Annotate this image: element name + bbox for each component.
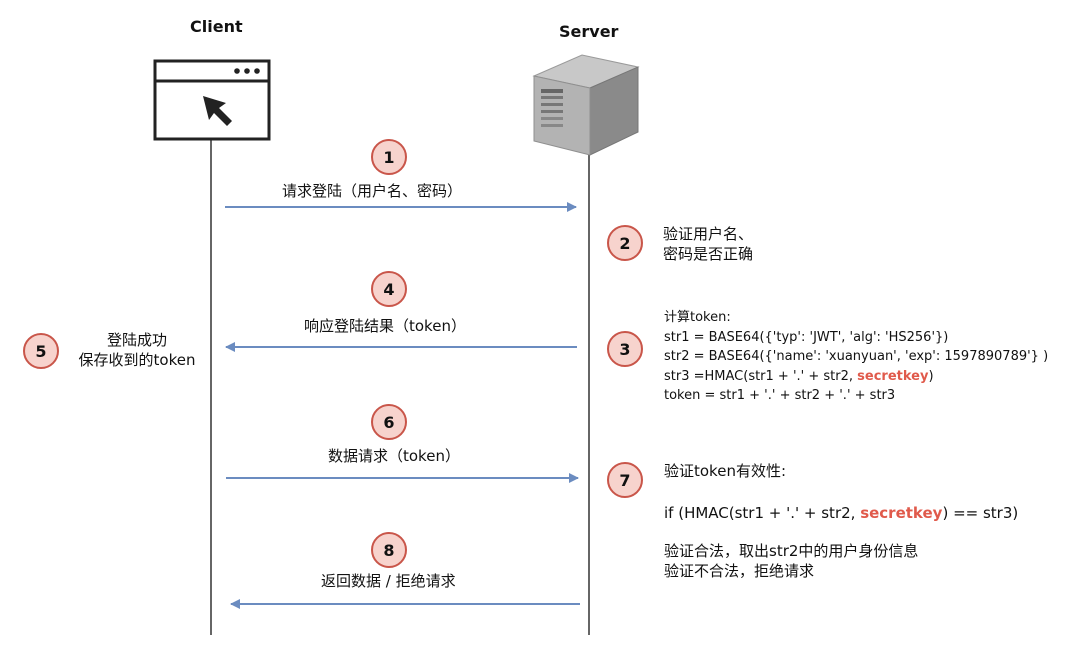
secretkey-highlight: secretkey — [857, 368, 929, 384]
step-4-label: 响应登陆结果（token） — [304, 317, 466, 335]
step-7-result: 验证合法，取出str2中的用户身份信息 验证不合法，拒绝请求 — [664, 541, 918, 581]
step-5-text: 登陆成功 保存收到的token — [72, 330, 202, 370]
step-3-line: str2 = BASE64({'name': 'xuanyuan', 'exp'… — [664, 349, 1049, 364]
step-badge-3: 3 — [607, 331, 643, 367]
step-5-line: 保存收到的token — [78, 351, 196, 369]
browser-window-icon — [153, 59, 271, 141]
step-badge-5: 5 — [23, 333, 59, 369]
secretkey-highlight: secretkey — [860, 504, 943, 522]
step-3-hmac-prefix: str3 =HMAC(str1 + '.' + str2, — [664, 368, 858, 384]
step-6-label: 数据请求（token） — [328, 447, 460, 465]
cursor-icon — [203, 96, 232, 126]
step-3-line: str1 = BASE64({'typ': 'JWT', 'alg': 'HS2… — [664, 329, 949, 345]
step-2-line: 密码是否正确 — [663, 245, 754, 263]
client-title: Client — [190, 17, 243, 36]
step-badge-4: 4 — [371, 271, 407, 307]
step-2-line: 验证用户名、 — [663, 225, 754, 243]
step-1-label: 请求登陆（用户名、密码） — [282, 182, 463, 200]
step-7-if-suffix: ) == str3) — [942, 504, 1019, 522]
step-badge-2: 2 — [607, 225, 643, 261]
step-7-if-line: if (HMAC(str1 + '.' + str2, secretkey) =… — [664, 503, 1018, 523]
step-badge-8: 8 — [371, 532, 407, 568]
step-3-line-hmac: str3 =HMAC(str1 + '.' + str2, secretkey) — [664, 367, 1048, 387]
step-7-title: 验证token有效性: — [664, 462, 787, 480]
step-5-line: 登陆成功 — [106, 331, 167, 349]
step-3-line: token = str1 + '.' + str2 + '.' + str3 — [664, 388, 896, 403]
step-3-code: 计算token: str1 = BASE64({'typ': 'JWT', 'a… — [664, 308, 1048, 406]
step-2-text: 验证用户名、 密码是否正确 — [663, 224, 753, 264]
step-7-line: 验证不合法，拒绝请求 — [664, 562, 815, 580]
step-3-title: 计算token: — [664, 310, 731, 325]
step-7-if-prefix: if (HMAC(str1 + '.' + str2, — [664, 504, 861, 522]
server-title: Server — [559, 22, 619, 41]
server-tower-icon — [532, 54, 640, 156]
step-badge-6: 6 — [371, 404, 407, 440]
step-badge-7: 7 — [607, 462, 643, 498]
step-7-line: 验证合法，取出str2中的用户身份信息 — [664, 542, 919, 560]
step-3-hmac-suffix: ) — [928, 368, 934, 384]
step-badge-1: 1 — [371, 139, 407, 175]
step-8-label: 返回数据 / 拒绝请求 — [321, 572, 456, 590]
